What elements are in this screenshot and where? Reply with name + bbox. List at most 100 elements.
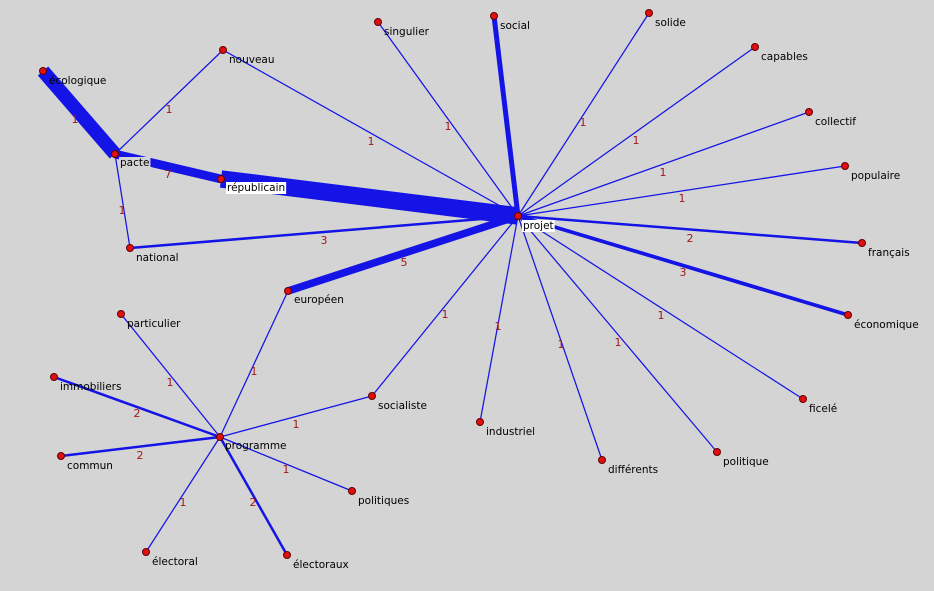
node-label-particulier: particulier [127,318,181,330]
edge-weight-programme-immobiliers: 2 [134,407,141,420]
node-label-singulier: singulier [384,26,430,38]
node-label-industriel: industriel [486,426,535,438]
node-label-capables: capables [761,51,808,63]
node-label-electoral: électoral [152,556,198,568]
node-dot-republicain[interactable] [217,175,225,183]
node-dot-electoraux[interactable] [283,551,291,559]
node-label-immobiliers: immobiliers [60,381,121,393]
node-dot-industriel[interactable] [476,418,484,426]
node-singulier[interactable]: singulier [374,18,430,39]
node-label-programme: programme [225,440,287,452]
edge-weight-projet-nouveau: 1 [368,135,375,148]
node-social[interactable]: social [490,12,530,33]
edge-weight-projet-economique: 3 [680,266,687,279]
node-populaire[interactable]: populaire [841,162,901,183]
node-dot-particulier[interactable] [117,310,125,318]
node-differents[interactable]: différents [598,456,659,477]
edge-projet-politique [517,215,718,453]
edge-pacte-nouveau [114,49,224,155]
node-dot-politiques[interactable] [348,487,356,495]
node-dot-francais[interactable] [858,239,866,247]
node-dot-electoral[interactable] [142,548,150,556]
edge-weight-pacte-ecologique: 1 [72,113,79,126]
edge-projet-national [129,214,519,250]
edge-weight-projet-politique: 1 [615,336,622,349]
node-label-projet: projet [523,220,554,232]
node-dot-capables[interactable] [751,43,759,51]
node-ecologique[interactable]: écologique [39,67,107,88]
node-dot-projet[interactable] [514,212,522,220]
edge-pacte-national [114,153,131,249]
node-national[interactable]: national [126,244,179,265]
node-francais[interactable]: français [858,239,910,260]
edge-weight-projet-national: 3 [321,234,328,247]
node-label-politique: politique [723,456,769,468]
node-dot-nouveau[interactable] [219,46,227,54]
node-dot-social[interactable] [490,12,498,20]
node-dot-economique[interactable] [844,311,852,319]
node-ficele[interactable]: ficelé [799,395,838,416]
node-collectif[interactable]: collectif [805,108,857,129]
node-politiques[interactable]: politiques [348,487,410,508]
node-dot-ecologique[interactable] [39,67,47,75]
node-socialiste[interactable]: socialiste [368,392,427,413]
node-commun[interactable]: commun [57,452,113,473]
edge-projet-differents [517,215,603,461]
label-backdrop-projet [522,220,555,232]
edge-programme-europeen [219,290,289,438]
node-label-commun: commun [67,460,113,472]
node-solide[interactable]: solide [645,9,686,30]
node-electoral[interactable]: électoral [142,548,198,569]
edge-weight-programme-electoraux: 2 [250,496,257,509]
node-dot-immobiliers[interactable] [50,373,58,381]
node-europeen[interactable]: européen [284,287,344,307]
edge-programme-politiques [219,436,353,492]
edge-weight-projet-singulier: 1 [445,120,452,133]
node-dot-singulier[interactable] [374,18,382,26]
node-dot-differents[interactable] [598,456,606,464]
node-projet[interactable]: projet [514,212,555,233]
node-label-economique: économique [854,319,919,331]
edge-projet-nouveau [222,49,519,217]
node-dot-politique[interactable] [713,448,721,456]
node-label-social: social [500,20,530,32]
node-dot-commun[interactable] [57,452,65,460]
node-pacte[interactable]: pacte [111,150,151,170]
node-label-socialiste: socialiste [378,400,427,412]
node-dot-solide[interactable] [645,9,653,17]
edges-layer [37,12,863,556]
edge-programme-socialiste [219,395,373,438]
node-label-differents: différents [608,464,658,476]
edge-weight-projet-collectif: 1 [660,166,667,179]
node-politique[interactable]: politique [713,448,769,469]
node-label-collectif: collectif [815,116,856,128]
node-electoraux[interactable]: électoraux [283,551,349,572]
node-nouveau[interactable]: nouveau [219,46,275,67]
edge-weight-pacte-nouveau: 1 [166,103,173,116]
node-dot-programme[interactable] [216,433,224,441]
node-programme[interactable]: programme [216,433,287,453]
edge-weight-projet-differents: 1 [558,338,565,351]
edge-pacte-ecologique [37,66,121,159]
node-dot-ficele[interactable] [799,395,807,403]
node-label-pacte: pacte [120,157,149,169]
node-label-ecologique: écologique [49,75,106,87]
edge-socialiste-projet [371,215,519,397]
edge-projet-collectif [517,111,810,217]
node-label-nouveau: nouveau [229,54,275,66]
node-dot-pacte[interactable] [111,150,119,158]
node-dot-socialiste[interactable] [368,392,376,400]
node-label-electoraux: électoraux [293,559,349,571]
node-industriel[interactable]: industriel [476,418,536,439]
node-economique[interactable]: économique [844,311,919,332]
node-dot-collectif[interactable] [805,108,813,116]
node-immobiliers[interactable]: immobiliers [50,373,122,394]
node-capables[interactable]: capables [751,43,808,64]
node-dot-populaire[interactable] [841,162,849,170]
node-dot-national[interactable] [126,244,134,252]
edge-projet-social [491,15,521,217]
node-particulier[interactable]: particulier [117,310,182,331]
node-dot-europeen[interactable] [284,287,292,295]
node-republicain[interactable]: républicain [217,175,287,195]
